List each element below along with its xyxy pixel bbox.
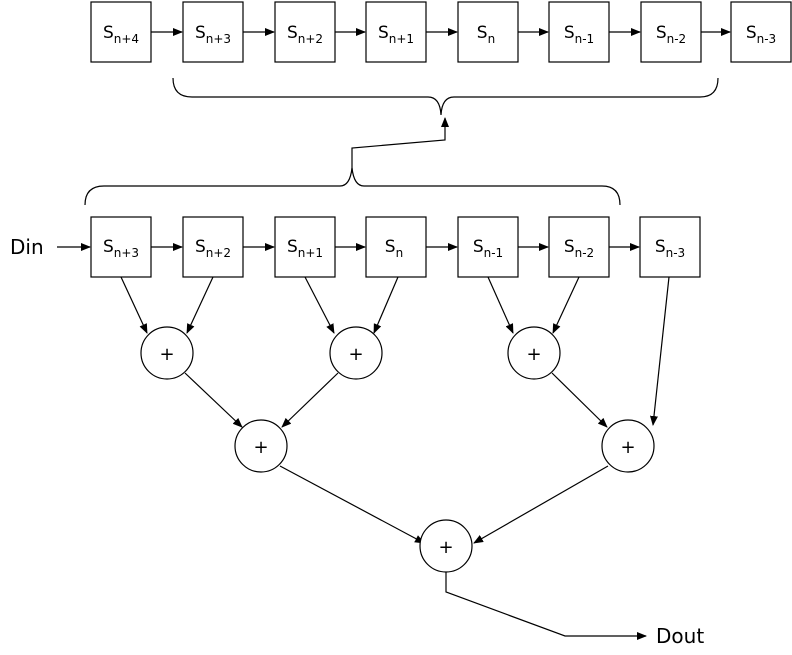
adder-symbol: + (526, 344, 541, 365)
cell-subscript: n+2 (206, 246, 231, 260)
top-register-cell: Sn (457, 1, 519, 63)
cell-symbol: S (655, 237, 666, 257)
adder-symbol: + (438, 537, 453, 558)
cell-subscript: n+1 (298, 246, 323, 260)
svg-text:Sn+4: Sn+4 (103, 23, 139, 46)
adder: + (601, 419, 655, 473)
cell-symbol: S (195, 23, 206, 43)
top-register-cell: Sn+3 (182, 1, 244, 63)
cell-symbol: S (195, 237, 206, 257)
adder-symbol: + (159, 344, 174, 365)
top-register-cell: Sn-2 (640, 1, 702, 63)
cell-subscript: n (488, 32, 496, 46)
svg-text:Sn-3: Sn-3 (746, 23, 776, 46)
top-register: Sn+4 Sn+3 Sn+2 Sn+1 Sn Sn-1 Sn-2 Sn-3 (90, 1, 792, 63)
cell-symbol: S (378, 23, 389, 43)
tap-wire (649, 276, 670, 426)
cell-symbol: S (746, 23, 757, 43)
cell-symbol: S (103, 23, 114, 43)
top-register-brace (172, 77, 719, 116)
svg-text:Sn+3: Sn+3 (195, 23, 231, 46)
cell-symbol: S (287, 23, 298, 43)
svg-text:Sn+1: Sn+1 (287, 237, 323, 260)
bottom-register-cell: Sn-2 (548, 216, 610, 278)
svg-text:Sn: Sn (385, 237, 403, 260)
tap-wire (487, 276, 514, 334)
svg-text:Sn-1: Sn-1 (564, 23, 594, 46)
adder-symbol: + (253, 437, 268, 458)
tap-wire (120, 276, 148, 334)
adder: + (234, 419, 288, 473)
top-register-cell: Sn-3 (730, 1, 792, 63)
cell-symbol: S (656, 23, 667, 43)
cell-subscript: n-3 (666, 246, 686, 260)
dout-wire (445, 572, 647, 640)
cell-subscript: n+4 (114, 32, 139, 46)
adder-symbol: + (348, 344, 363, 365)
bottom-register-cell: Sn+1 (274, 216, 336, 278)
din-label: Din (10, 235, 44, 259)
cell-subscript: n+3 (206, 32, 231, 46)
bottom-register-cell: Sn+3 (90, 216, 152, 278)
adder: + (329, 326, 383, 380)
svg-text:Sn+3: Sn+3 (103, 237, 139, 260)
tap-wire (186, 276, 214, 334)
tap-wire (552, 276, 580, 334)
cell-subscript: n-1 (484, 246, 504, 260)
sum-wire (281, 372, 339, 428)
adder-tree-wires (120, 276, 670, 640)
adder: + (507, 326, 561, 380)
svg-text:Sn-3: Sn-3 (655, 237, 685, 260)
adder-symbol: + (620, 437, 635, 458)
sum-wire (551, 372, 608, 428)
bottom-register-cell: Sn+2 (182, 216, 244, 278)
svg-text:Sn+1: Sn+1 (378, 23, 414, 46)
adder: + (419, 519, 473, 573)
cell-symbol: S (564, 23, 575, 43)
svg-text:Sn-2: Sn-2 (564, 237, 594, 260)
bottom-register-cell: Sn-3 (639, 216, 701, 278)
top-register-cell: Sn-1 (548, 1, 610, 63)
sum-wire (279, 465, 425, 544)
adder: + (140, 326, 194, 380)
cell-subscript: n+2 (298, 32, 323, 46)
cell-subscript: n-2 (667, 32, 687, 46)
brace-connector (351, 117, 449, 170)
tap-wire (373, 276, 399, 334)
top-register-cell: Sn+1 (365, 1, 427, 63)
cell-subscript: n+3 (114, 246, 139, 260)
cell-subscript: n-3 (757, 32, 777, 46)
svg-text:Sn-2: Sn-2 (656, 23, 686, 46)
cell-subscript: n-2 (575, 246, 595, 260)
sum-wire (184, 372, 243, 428)
bottom-register-cell: Sn-1 (457, 216, 519, 278)
bottom-register-brace (84, 167, 621, 206)
top-register-cell: Sn+4 (90, 1, 152, 63)
bottom-register-cell: Sn (365, 216, 427, 278)
svg-text:Sn+2: Sn+2 (287, 23, 323, 46)
cell-subscript: n+1 (389, 32, 414, 46)
svg-text:Sn: Sn (477, 23, 495, 46)
cell-symbol: S (564, 237, 575, 257)
tap-wire (304, 276, 335, 334)
cell-symbol: S (473, 237, 484, 257)
bottom-register: Sn+3 Sn+2 Sn+1 Sn Sn-1 Sn-2 Sn-3 (90, 216, 701, 278)
dout-label: Dout (656, 624, 704, 648)
cell-symbol: S (385, 237, 396, 257)
cell-subscript: n (396, 246, 404, 260)
cell-symbol: S (477, 23, 488, 43)
top-register-cell: Sn+2 (274, 1, 336, 63)
cell-symbol: S (287, 237, 298, 257)
cell-symbol: S (103, 237, 114, 257)
cell-subscript: n-1 (575, 32, 595, 46)
svg-text:Sn-1: Sn-1 (473, 237, 503, 260)
svg-text:Sn+2: Sn+2 (195, 237, 231, 260)
sum-wire (473, 465, 609, 544)
